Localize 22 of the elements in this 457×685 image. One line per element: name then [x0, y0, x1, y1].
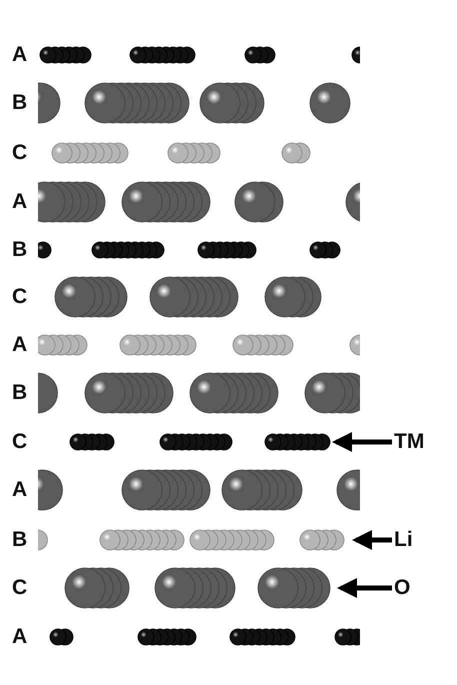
- layer-letter: B: [12, 381, 28, 405]
- arrow: [352, 530, 392, 550]
- layer-letter: B: [12, 238, 28, 262]
- layer-letter: C: [12, 285, 28, 309]
- species-label: O: [394, 576, 410, 600]
- arrow: [337, 578, 392, 598]
- layer-letter: A: [12, 190, 28, 214]
- layer-letter: A: [12, 478, 28, 502]
- layer-letter: C: [12, 430, 28, 454]
- layer-letter: A: [12, 333, 28, 357]
- atom-stack: [264, 434, 330, 450]
- species-label: Li: [394, 528, 413, 552]
- species-label: TM: [394, 430, 424, 454]
- layer-letter: A: [12, 43, 28, 67]
- atom-stack: [258, 568, 330, 608]
- layer-letter: B: [12, 91, 28, 115]
- layer-letter: C: [12, 141, 28, 165]
- arrow: [332, 432, 392, 452]
- layer-letter: A: [12, 625, 28, 649]
- layer-letter: B: [12, 528, 28, 552]
- atom-stack: [300, 530, 344, 550]
- layer-letter: C: [12, 576, 28, 600]
